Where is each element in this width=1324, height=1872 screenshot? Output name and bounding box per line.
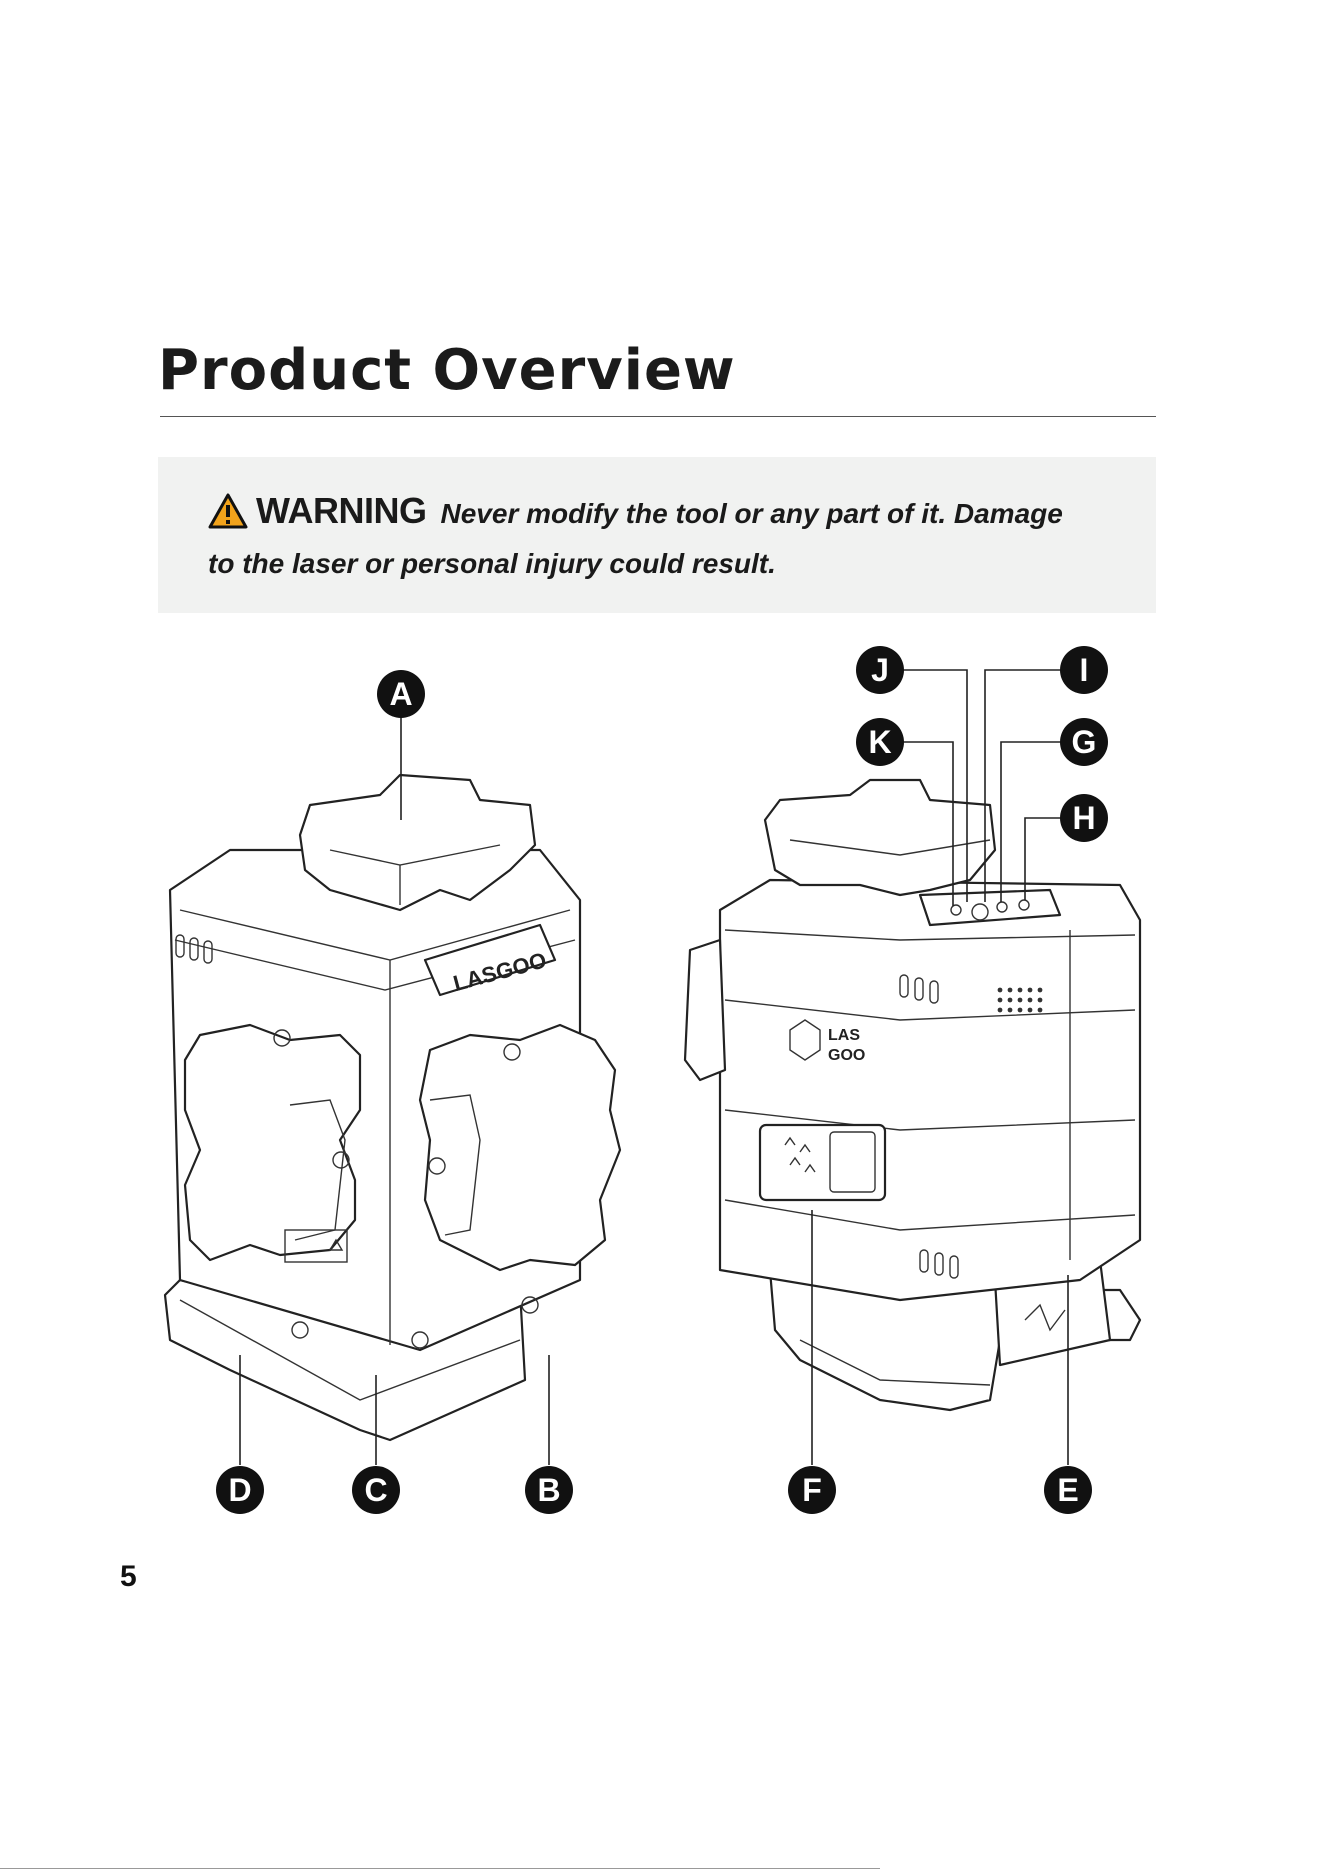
svg-text:H: H	[1072, 800, 1095, 836]
right-device-drawing: LAS GOO	[685, 780, 1140, 1410]
callout-b: B	[525, 1466, 573, 1514]
callout-a: A	[377, 670, 425, 718]
left-device-drawing: LASGOO	[165, 775, 620, 1440]
svg-text:D: D	[228, 1472, 251, 1508]
svg-text:C: C	[364, 1472, 387, 1508]
callout-j: J	[856, 646, 904, 694]
callout-f: F	[788, 1466, 836, 1514]
product-illustration: LAS GOO	[0, 640, 1324, 1540]
callout-k: K	[856, 718, 904, 766]
brand-label-side-line2: GOO	[828, 1047, 865, 1064]
svg-text:B: B	[537, 1472, 560, 1508]
callout-i: I	[1060, 646, 1108, 694]
callout-c: C	[352, 1466, 400, 1514]
svg-text:G: G	[1072, 724, 1097, 760]
callout-e: E	[1044, 1466, 1092, 1514]
svg-text:J: J	[871, 652, 889, 688]
warning-triangle-icon	[208, 493, 248, 542]
svg-text:A: A	[389, 676, 412, 712]
product-diagram: LAS GOO	[0, 640, 1324, 1540]
callout-g: G	[1060, 718, 1108, 766]
svg-text:I: I	[1080, 652, 1089, 688]
svg-text:E: E	[1057, 1472, 1078, 1508]
callout-d: D	[216, 1466, 264, 1514]
footer-line	[0, 1868, 880, 1869]
page-number: 5	[120, 1560, 137, 1594]
callout-h: H	[1060, 794, 1108, 842]
svg-text:K: K	[868, 724, 891, 760]
warning-label: WARNING	[256, 490, 427, 531]
svg-text:F: F	[802, 1472, 822, 1508]
brand-label-side-line1: LAS	[828, 1027, 860, 1044]
title-divider	[160, 416, 1156, 417]
page-title: Product Overview	[158, 338, 736, 403]
